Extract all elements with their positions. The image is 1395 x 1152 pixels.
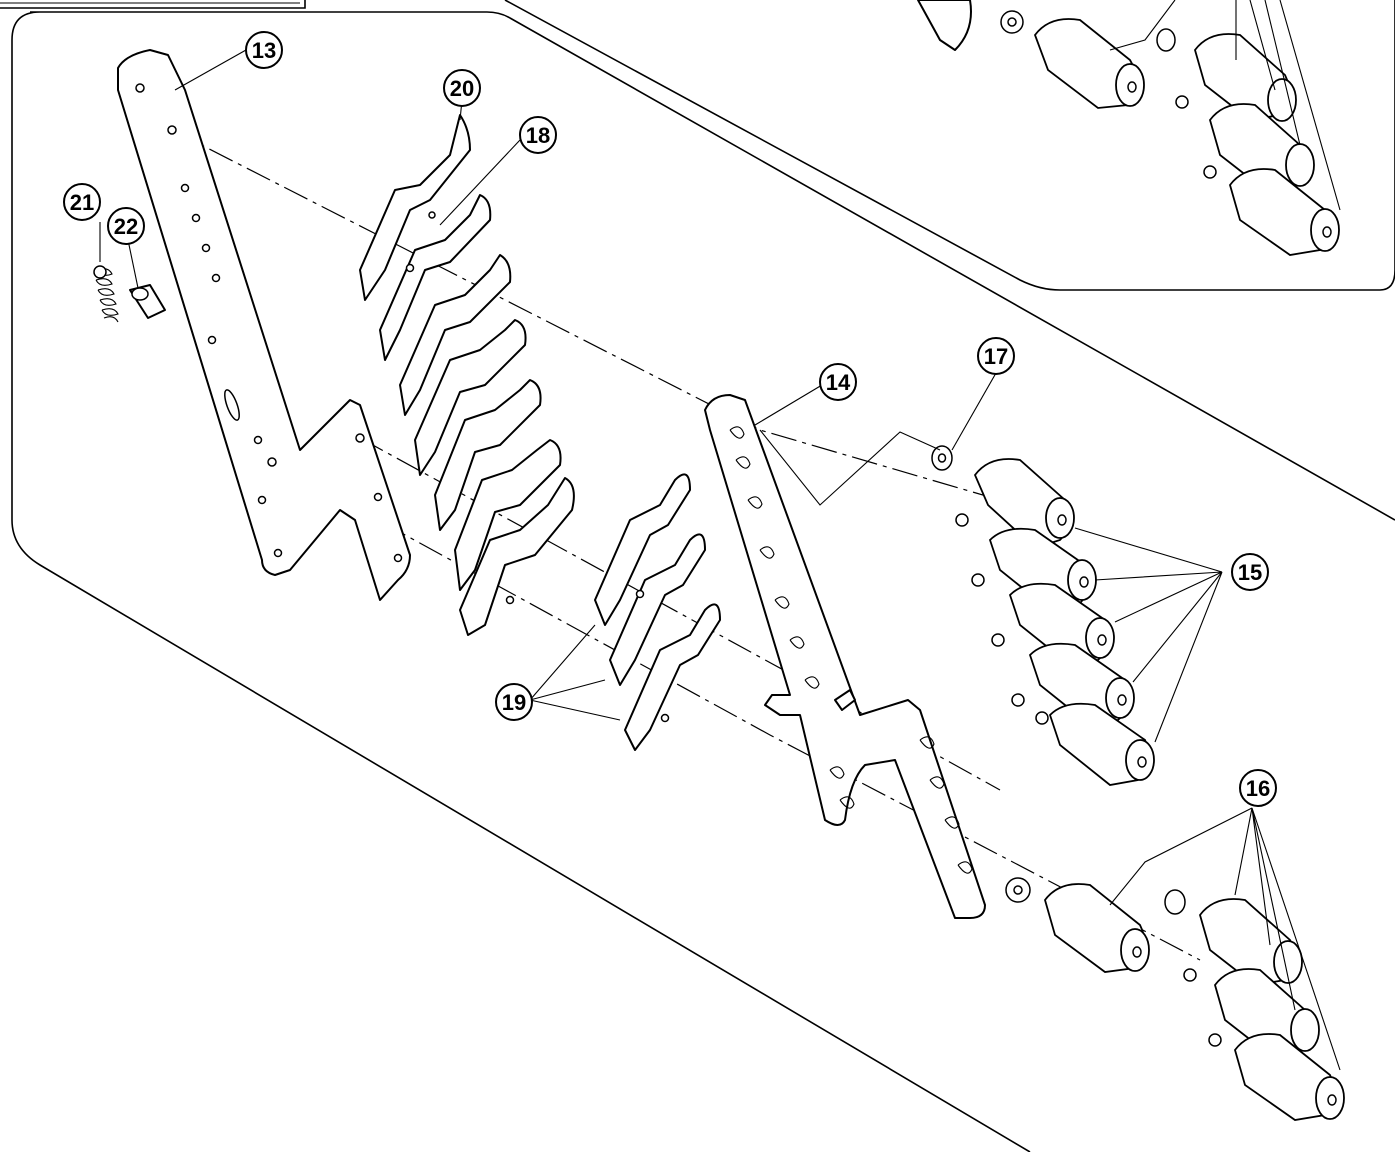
callout-17: 17 <box>977 337 1015 375</box>
lever-stack-18-20 <box>359 114 575 636</box>
knob-group-16 <box>1005 877 1345 1121</box>
callout-18-label: 18 <box>526 123 550 148</box>
callout-19: 19 <box>495 683 533 721</box>
callout-20: 20 <box>443 69 481 107</box>
callout-15: 15 <box>1231 553 1269 591</box>
bracket-plate-13 <box>117 49 411 601</box>
knob-column-15 <box>955 458 1155 786</box>
spring-21 <box>93 265 119 323</box>
pin-22 <box>129 284 166 319</box>
callout-14-label: 14 <box>826 370 851 395</box>
bracket-plate-14 <box>704 394 986 919</box>
callout-13: 13 <box>245 31 283 69</box>
washer-17 <box>931 445 953 471</box>
inset-panel-outline <box>504 0 1395 291</box>
callout-15-label: 15 <box>1238 560 1262 585</box>
callout-21-label: 21 <box>70 190 94 215</box>
callout-18: 18 <box>519 116 557 154</box>
callout-14: 14 <box>819 363 857 401</box>
callout-16: 16 <box>1239 769 1277 807</box>
callout-20-label: 20 <box>450 76 474 101</box>
callout-13-label: 13 <box>252 38 276 63</box>
callout-19-label: 19 <box>502 690 526 715</box>
callout-17-label: 17 <box>984 344 1008 369</box>
callout-16-label: 16 <box>1246 776 1270 801</box>
main-panel-outline <box>11 11 1395 1152</box>
leader-lines <box>99 0 1341 1071</box>
corner-frame <box>0 0 306 9</box>
callout-22-label: 22 <box>114 214 138 239</box>
inset-knob-group <box>917 0 1340 256</box>
callout-21: 21 <box>63 183 101 221</box>
callout-22: 22 <box>107 207 145 245</box>
lever-group-19 <box>594 473 721 751</box>
